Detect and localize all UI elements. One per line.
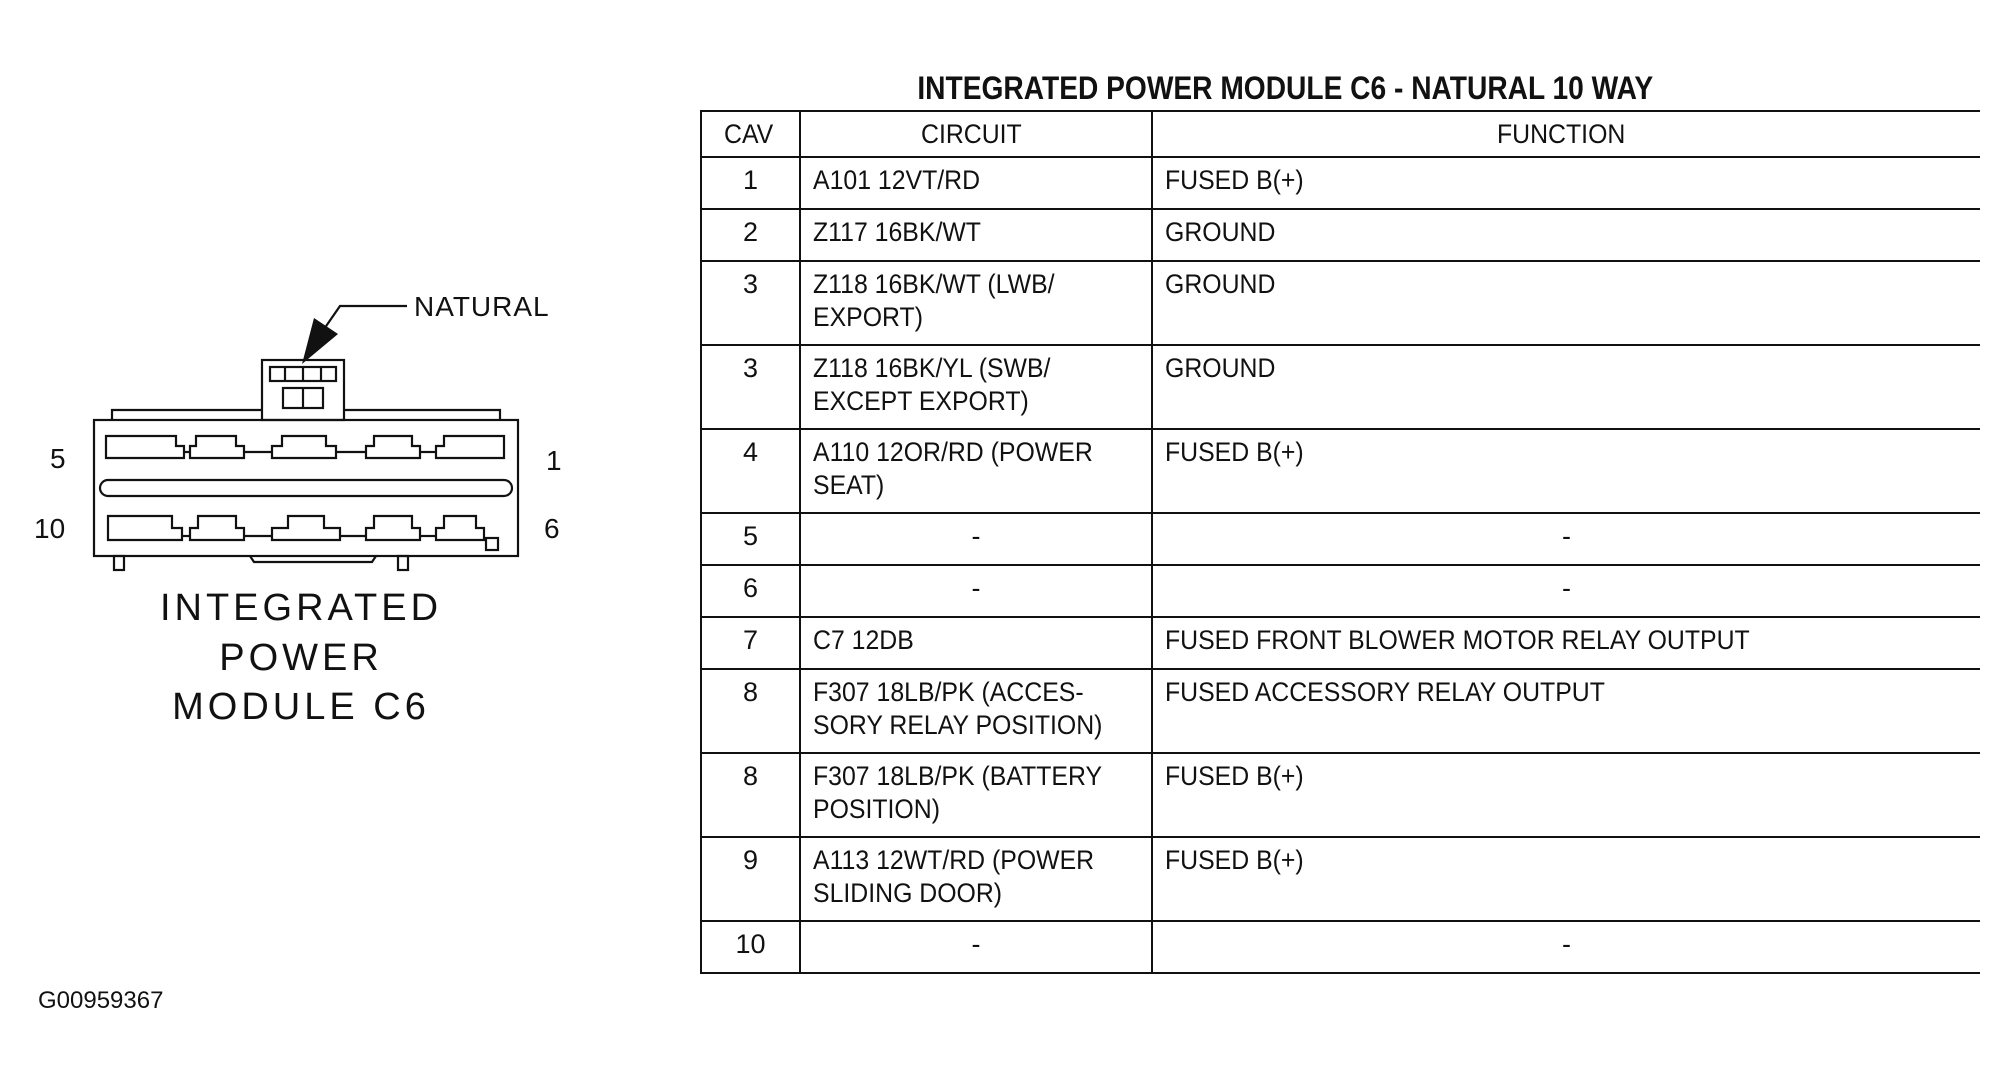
connector-body — [92, 408, 520, 572]
cavity-row-top — [104, 434, 506, 460]
connector-caption-line-2: POWER — [219, 637, 383, 679]
cavity-5 — [104, 434, 186, 460]
cell-cav: 9 — [700, 836, 801, 922]
table-row: 7 C7 12DB FUSED FRONT BLOWER MOTOR RELAY… — [700, 616, 1980, 670]
table-row: 3 Z118 16BK/YL (SWB/ EXCEPT EXPORT) GROU… — [700, 344, 1980, 430]
cell-cav: 4 — [700, 428, 801, 514]
cell-function: FUSED FRONT BLOWER MOTOR RELAY OUTPUT — [1151, 616, 1980, 670]
cell-cav: 8 — [700, 668, 801, 754]
cavity-10 — [106, 514, 184, 542]
cavity-6 — [434, 514, 486, 542]
cavity-label-bottom-right: 6 — [544, 513, 560, 544]
cell-cav: 7 — [700, 616, 801, 670]
connector-latch — [260, 358, 346, 422]
table-row: 2 Z117 16BK/WT GROUND — [700, 208, 1980, 262]
cavity-9 — [188, 514, 246, 542]
table-row: 10 - - — [700, 920, 1980, 974]
cell-circuit: A101 12VT/RD — [799, 156, 1153, 210]
cavity-3 — [270, 434, 338, 460]
cell-cav: 3 — [700, 344, 801, 430]
cell-function: FUSED B(+) — [1151, 428, 1980, 514]
cell-circuit: F307 18LB/PK (ACCES- SORY RELAY POSITION… — [799, 668, 1153, 754]
table-row: 3 Z118 16BK/WT (LWB/ EXPORT) GROUND — [700, 260, 1980, 346]
cell-cav: 8 — [700, 752, 801, 838]
cell-function: FUSED ACCESSORY RELAY OUTPUT — [1151, 668, 1980, 754]
cavity-4 — [188, 434, 246, 460]
cavity-label-bottom-left: 10 — [34, 513, 65, 544]
cell-circuit: A113 12WT/RD (POWER SLIDING DOOR) — [799, 836, 1153, 922]
cavity-8 — [270, 514, 342, 542]
natural-pointer-label: NATURAL — [414, 291, 550, 322]
header-function: FUNCTION — [1151, 110, 1980, 158]
cell-function: - — [1151, 512, 1980, 566]
cell-cav: 5 — [700, 512, 801, 566]
cell-circuit: - — [799, 920, 1153, 974]
cell-circuit: A110 12OR/RD (POWER SEAT) — [799, 428, 1153, 514]
cell-cav: 6 — [700, 564, 801, 618]
figure-id: G00959367 — [38, 987, 164, 1014]
pinout-table: CAV CIRCUIT FUNCTION 1 A101 12VT/RD FUSE… — [700, 110, 1980, 974]
cell-circuit: C7 12DB — [799, 616, 1153, 670]
table-title: INTEGRATED POWER MODULE C6 - NATURAL 10 … — [917, 70, 1654, 106]
cell-cav: 2 — [700, 208, 801, 262]
cell-function: - — [1151, 920, 1980, 974]
cell-function: GROUND — [1151, 344, 1980, 430]
cell-circuit: Z117 16BK/WT — [799, 208, 1153, 262]
cavity-1 — [434, 434, 506, 460]
table-header-row: CAV CIRCUIT FUNCTION — [700, 110, 1980, 158]
natural-pointer-arrow — [302, 304, 407, 364]
table-row: 5 - - — [700, 512, 1980, 566]
cell-cav: 10 — [700, 920, 801, 974]
table-row: 8 F307 18LB/PK (ACCES- SORY RELAY POSITI… — [700, 668, 1980, 754]
table-row: 4 A110 12OR/RD (POWER SEAT) FUSED B(+) — [700, 428, 1980, 514]
cell-function: GROUND — [1151, 260, 1980, 346]
cavity-label-top-right: 1 — [546, 445, 562, 476]
cell-function: FUSED B(+) — [1151, 156, 1980, 210]
header-circuit: CIRCUIT — [799, 110, 1153, 158]
cavity-7 — [364, 514, 422, 542]
cavity-2 — [364, 434, 422, 460]
table-row: 6 - - — [700, 564, 1980, 618]
cell-function: FUSED B(+) — [1151, 836, 1980, 922]
cavity-row-bottom — [106, 450, 486, 542]
table-row: 8 F307 18LB/PK (BATTERY POSITION) FUSED … — [700, 752, 1980, 838]
cavity-label-top-left: 5 — [50, 443, 66, 474]
connector-caption-line-3: MODULE C6 — [172, 686, 430, 728]
table-row: 1 A101 12VT/RD FUSED B(+) — [700, 156, 1980, 210]
cell-cav: 1 — [700, 156, 801, 210]
cell-circuit: Z118 16BK/WT (LWB/ EXPORT) — [799, 260, 1153, 346]
cell-function: GROUND — [1151, 208, 1980, 262]
table-row: 9 A113 12WT/RD (POWER SLIDING DOOR) FUSE… — [700, 836, 1980, 922]
cell-function: - — [1151, 564, 1980, 618]
cell-cav: 3 — [700, 260, 801, 346]
cell-function: FUSED B(+) — [1151, 752, 1980, 838]
connector-caption-line-1: INTEGRATED — [160, 587, 442, 629]
cell-circuit: - — [799, 512, 1153, 566]
header-cav: CAV — [700, 110, 801, 158]
cell-circuit: Z118 16BK/YL (SWB/ EXCEPT EXPORT) — [799, 344, 1153, 430]
cell-circuit: F307 18LB/PK (BATTERY POSITION) — [799, 752, 1153, 838]
cell-circuit: - — [799, 564, 1153, 618]
